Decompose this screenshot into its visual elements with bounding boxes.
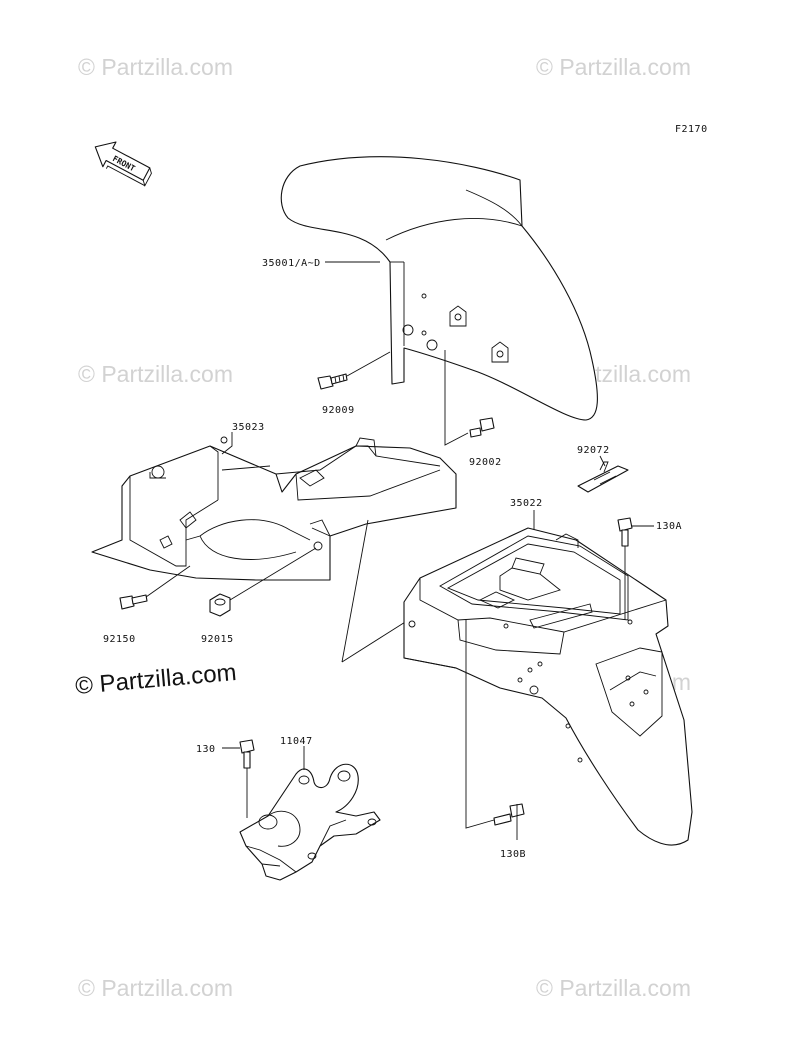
bolt-92009-icon [317, 373, 348, 390]
bolt-130-icon [239, 739, 255, 769]
watermark-top-right: © Partzilla.com [536, 54, 691, 80]
bolt-92002-icon [469, 417, 495, 438]
label-130b: 130B [500, 849, 526, 860]
inner-fender [91, 436, 457, 581]
main-watermark: © Partzilla.com [74, 659, 237, 700]
strap-92072-icon [577, 461, 629, 493]
bolt-130a-icon [617, 517, 633, 547]
label-130a: 130A [656, 521, 682, 532]
label-92150: 92150 [103, 634, 136, 645]
label-130: 130 [196, 744, 216, 755]
watermark-bottom-right: © Partzilla.com [536, 975, 691, 1001]
bolt-130b-icon [493, 803, 525, 826]
nut-92015-icon [209, 593, 231, 617]
label-35023: 35023 [232, 422, 265, 433]
label-92009: 92009 [322, 405, 355, 416]
front-fender [280, 156, 598, 421]
label-92015: 92015 [201, 634, 234, 645]
watermark-mid-left: © Partzilla.com [78, 361, 233, 387]
watermark-bottom-left: © Partzilla.com [78, 975, 233, 1001]
front-arrow-icon: FRONT [94, 141, 152, 187]
bracket-11047 [239, 763, 381, 881]
label-11047: 11047 [280, 736, 313, 747]
bolt-92150-icon [119, 594, 148, 610]
figure-code: F2170 [675, 124, 708, 135]
rear-fender [403, 527, 693, 846]
label-35001: 35001/A~D [262, 258, 321, 269]
label-92002: 92002 [469, 457, 502, 468]
label-92072: 92072 [577, 445, 610, 456]
label-35022: 35022 [510, 498, 543, 509]
watermark-top-left: © Partzilla.com [78, 54, 233, 80]
